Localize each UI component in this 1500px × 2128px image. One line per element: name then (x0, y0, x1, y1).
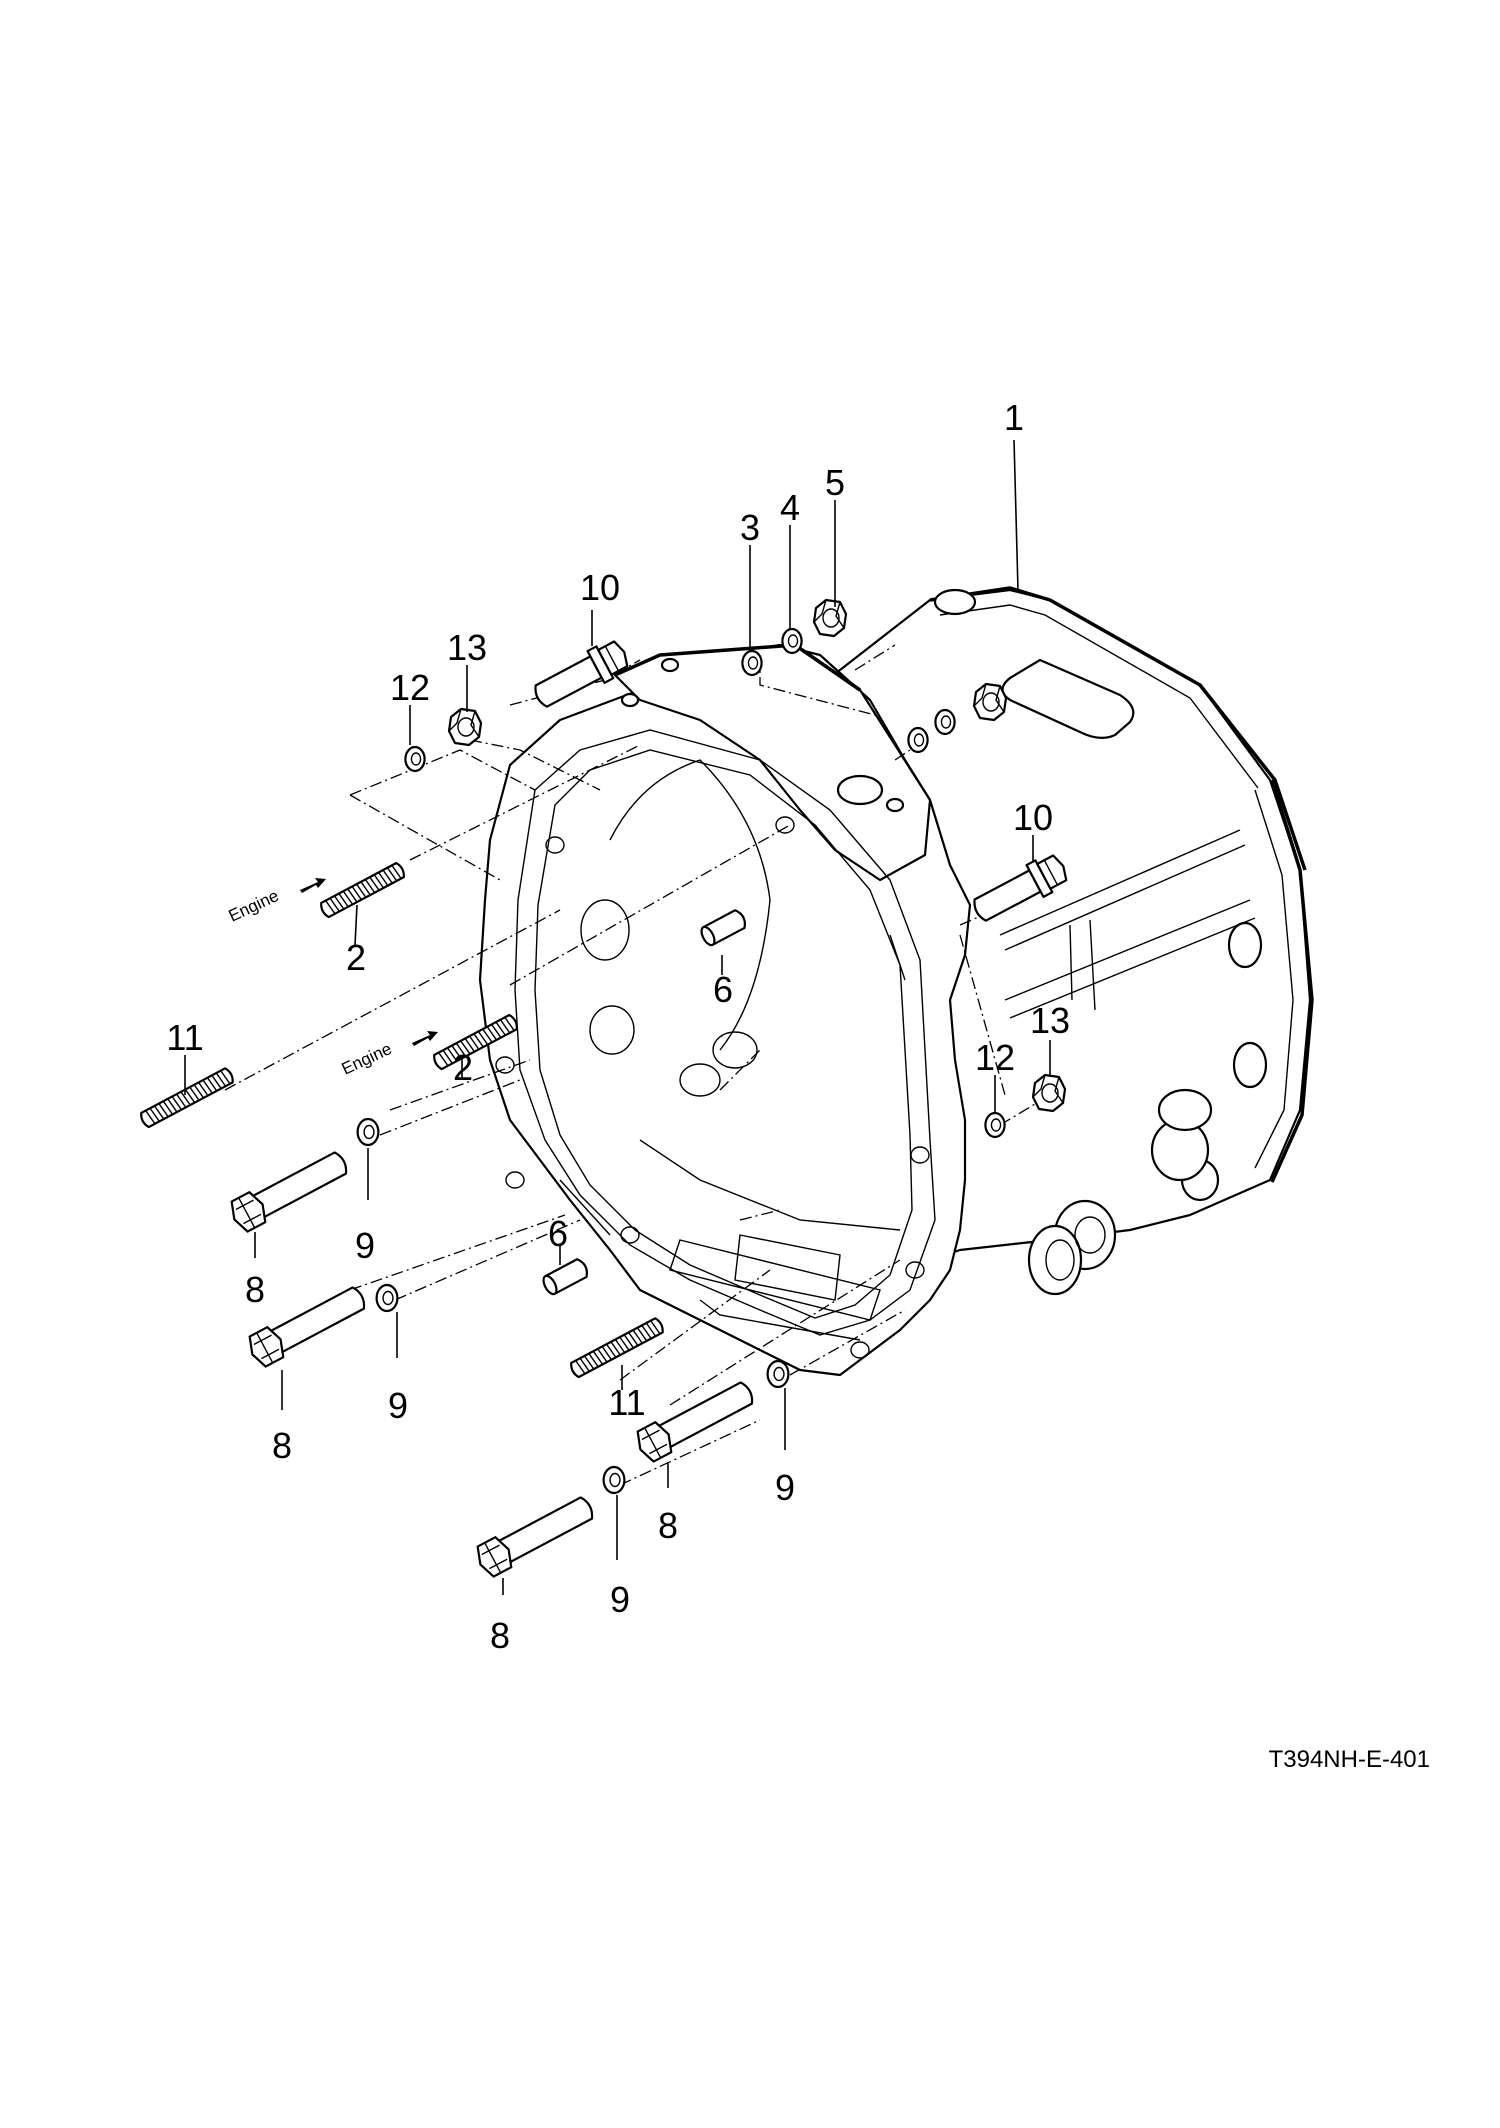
washer-9-c (766, 1359, 790, 1389)
washer-9-b (375, 1283, 399, 1313)
engine-arrow-1 (300, 878, 326, 893)
washer-4 (781, 627, 803, 655)
callout-c6b: 6 (548, 1213, 568, 1254)
washer-4-rear-b (934, 708, 956, 736)
leaders (184, 439, 1051, 1595)
callout-c2a: 2 (346, 937, 366, 978)
nut-5-rear (972, 682, 1008, 722)
callout-c8c: 8 (658, 1505, 678, 1546)
bolt-10-a (534, 640, 629, 708)
callout-c9b: 9 (388, 1385, 408, 1426)
callout-c9d: 9 (610, 1579, 630, 1620)
bolt-8-d (476, 1496, 594, 1578)
bolt-8-c (636, 1381, 754, 1463)
callout-c9c: 9 (775, 1467, 795, 1508)
callout-c12a: 12 (390, 667, 430, 708)
nut-13-b (1031, 1073, 1067, 1113)
washer-9-a (356, 1117, 380, 1147)
nut-13-a (447, 707, 483, 747)
callout-c3: 3 (740, 507, 760, 548)
callout-c5: 5 (825, 462, 845, 503)
callout-c4: 4 (780, 487, 800, 528)
leader-line (354, 904, 358, 946)
washer-9-d (602, 1465, 626, 1495)
stud-11-b (570, 1317, 664, 1379)
engine-direction-label-1: Engine (226, 886, 282, 926)
callout-c11a: 11 (166, 1017, 203, 1058)
callout-c11b: 11 (608, 1382, 645, 1423)
callout-c13b: 13 (1030, 1000, 1070, 1041)
fasteners (140, 598, 1068, 1578)
callout-c8d: 8 (490, 1615, 510, 1656)
leader-line (1013, 439, 1019, 591)
stud-11-a (140, 1067, 234, 1129)
engine-direction-label-2: Engine (339, 1039, 395, 1079)
pin-6-b (542, 1258, 588, 1296)
callout-c8a: 8 (245, 1269, 265, 1310)
washer-4-rear (907, 726, 929, 754)
callout-c10b: 10 (1013, 797, 1053, 838)
washer-3 (741, 649, 763, 677)
engine-label: Engine (226, 886, 282, 926)
nut-5 (812, 598, 848, 638)
washer-12-a (404, 745, 426, 773)
stud-2-a (320, 861, 405, 919)
callout-c8b: 8 (272, 1425, 292, 1466)
clutch-housing (478, 586, 1314, 1377)
bolt-10-b (973, 854, 1068, 922)
pin-6-a (700, 909, 746, 947)
callout-c1: 1 (1004, 397, 1024, 438)
callout-c12b: 12 (975, 1037, 1015, 1078)
drawing-code: T394NH-E-401 (1269, 1746, 1430, 1773)
callout-c10a: 10 (580, 567, 620, 608)
callout-c13a: 13 (447, 627, 487, 668)
bolt-8-b (248, 1286, 366, 1368)
engine-arrow-2 (412, 1031, 438, 1046)
callout-c2b: 2 (453, 1047, 473, 1088)
washer-12-b (984, 1111, 1006, 1139)
stud-2-b (433, 1013, 518, 1071)
bolt-8-a (230, 1151, 348, 1233)
engine-label: Engine (339, 1039, 395, 1079)
callout-c6a: 6 (713, 969, 733, 1010)
callout-c9a: 9 (355, 1225, 375, 1266)
